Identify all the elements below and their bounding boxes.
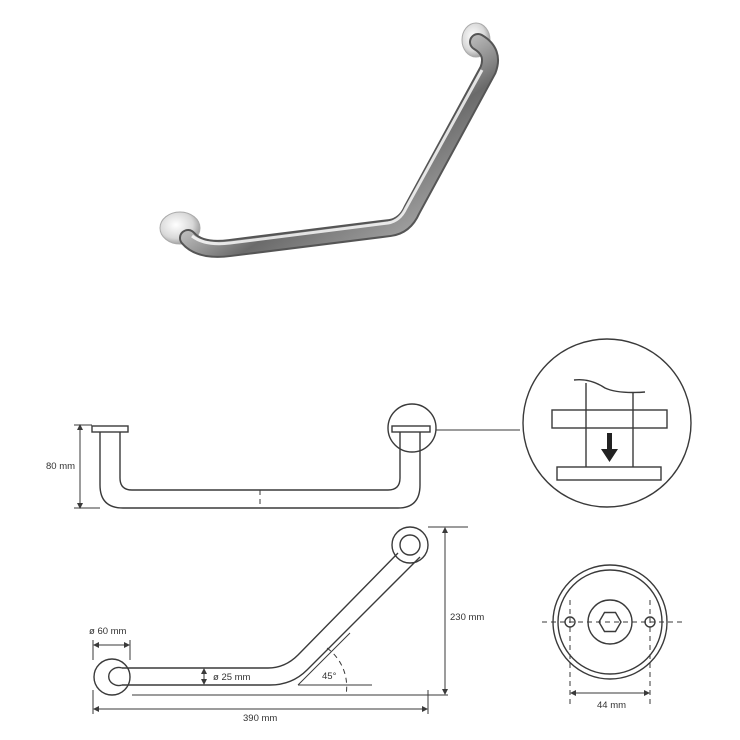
flange-plan-view: 44 mm (542, 564, 685, 711)
product-photo (159, 22, 499, 258)
rise-dimension-label: 230 mm (450, 612, 484, 623)
front-view: 45° ø 25 mm ø 60 mm 390 mm 230 mm (89, 526, 484, 724)
flange-diameter-label: ø 60 mm (89, 626, 127, 637)
length-dimension-label: 390 mm (243, 713, 277, 724)
side-view: 80 mm (46, 403, 520, 509)
tube-diameter-label: ø 25 mm (213, 672, 251, 683)
detail-callout-circle (387, 403, 437, 453)
angle-label: 45° (322, 671, 337, 682)
arrow-down-icon (601, 433, 618, 462)
height-dimension-label: 80 mm (46, 461, 75, 472)
mounting-detail (522, 338, 692, 508)
hole-spacing-label: 44 mm (597, 700, 626, 711)
